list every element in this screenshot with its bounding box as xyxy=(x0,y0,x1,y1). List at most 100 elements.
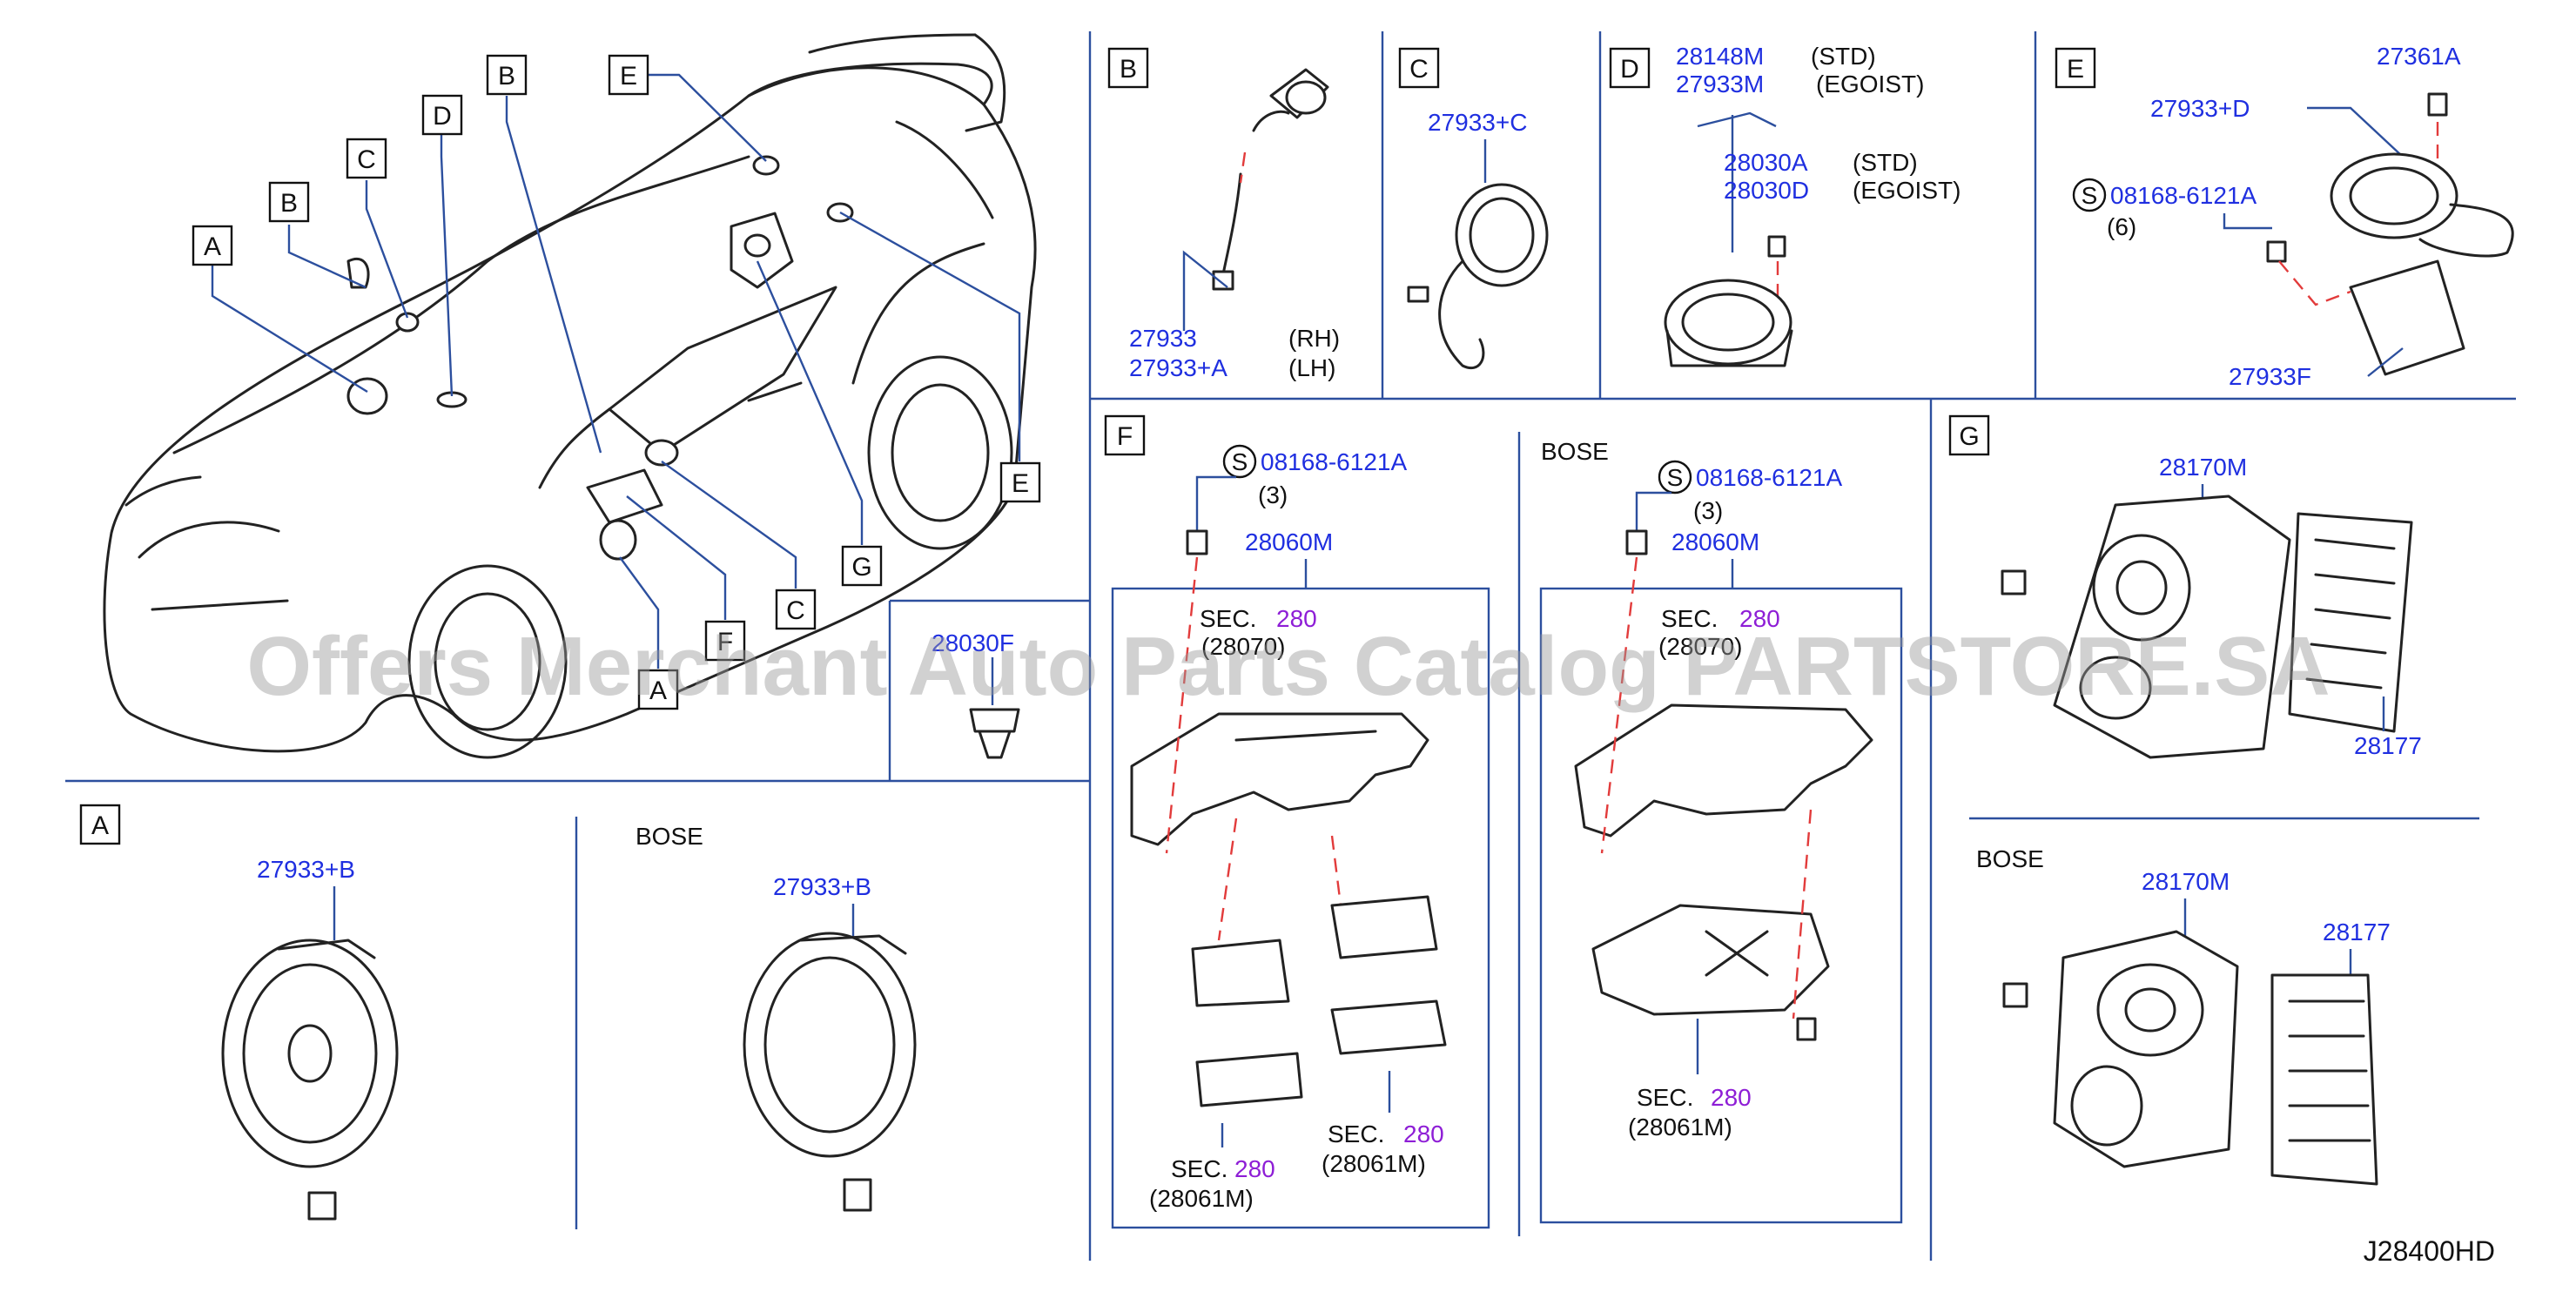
svg-text:(3): (3) xyxy=(1258,481,1288,508)
panel-c: C 27933+C xyxy=(1398,47,1549,370)
svg-text:08168-6121A: 08168-6121A xyxy=(1696,464,1842,491)
overview-leader-lines xyxy=(211,73,1021,669)
diagram-code: J28400HD xyxy=(2364,1235,2495,1267)
svg-text:27933+B: 27933+B xyxy=(257,856,355,883)
svg-text:G: G xyxy=(1959,422,1979,451)
svg-text:28030F: 28030F xyxy=(932,629,1014,656)
svg-text:28060M: 28060M xyxy=(1671,528,1759,555)
svg-text:28148M: 28148M xyxy=(1676,43,1764,70)
svg-text:D: D xyxy=(1620,55,1639,84)
svg-text:28030A: 28030A xyxy=(1724,149,1808,176)
svg-text:27361A: 27361A xyxy=(2377,43,2461,70)
svg-text:SEC.: SEC. xyxy=(1661,605,1718,632)
svg-text:(STD): (STD) xyxy=(1811,43,1876,70)
svg-text:28060M: 28060M xyxy=(1245,528,1333,555)
svg-text:E: E xyxy=(620,62,637,91)
panel-b: B 27933 27933+A (RH) (LH) xyxy=(1107,47,1340,381)
s-mark-e: S xyxy=(2072,178,2107,212)
svg-text:(28061M): (28061M) xyxy=(1322,1150,1426,1177)
overview-callout-a-left: A xyxy=(192,225,233,266)
callout-b: B xyxy=(1107,47,1149,89)
s-mark-f-bose: S xyxy=(1658,460,1692,495)
svg-text:S: S xyxy=(1667,464,1684,491)
svg-text:280: 280 xyxy=(1739,605,1780,632)
svg-text:28170M: 28170M xyxy=(2142,868,2230,895)
panel-g: G 28170M 28177 BOSE 28170M 28177 xyxy=(1948,414,2422,1186)
svg-text:28030D: 28030D xyxy=(1724,177,1809,204)
overview-callout-c-right: C xyxy=(775,589,817,630)
panel-28030f: 28030F xyxy=(932,629,1020,759)
svg-text:27933+D: 27933+D xyxy=(2150,95,2250,122)
svg-text:B: B xyxy=(498,62,515,91)
svg-text:E: E xyxy=(2067,55,2084,84)
svg-text:S: S xyxy=(1232,448,1248,475)
svg-text:SEC.: SEC. xyxy=(1637,1084,1693,1111)
overview-callout-a-bottom: A xyxy=(637,669,679,710)
svg-text:27933F: 27933F xyxy=(2229,363,2311,390)
callout-d: D xyxy=(1609,47,1651,89)
callout-c: C xyxy=(1398,47,1440,89)
svg-text:BOSE: BOSE xyxy=(636,823,703,850)
overview-callout-d: D xyxy=(421,94,463,136)
svg-text:(EGOIST): (EGOIST) xyxy=(1853,177,1961,204)
svg-text:SEC.: SEC. xyxy=(1171,1155,1227,1182)
svg-text:280: 280 xyxy=(1234,1155,1275,1182)
overview-callout-e-right: E xyxy=(999,461,1041,503)
svg-text:08168-6121A: 08168-6121A xyxy=(1261,448,1407,475)
svg-text:(28070): (28070) xyxy=(1201,633,1286,660)
svg-text:A: A xyxy=(91,811,109,840)
overview-callout-b-left: B xyxy=(268,181,310,223)
panel-a: A 27933+B BOSE 27933+B xyxy=(79,804,917,1221)
panel-f: F S 08168-6121A (3) 28060M SEC. 280 (280… xyxy=(1104,414,1903,1229)
svg-text:BOSE: BOSE xyxy=(1541,438,1609,465)
svg-text:F: F xyxy=(717,628,733,656)
overview-callout-f: F xyxy=(704,620,746,662)
svg-text:(RH): (RH) xyxy=(1288,325,1340,352)
svg-text:C: C xyxy=(357,145,376,174)
watermark: Offers Merchant Auto Parts Catalog PARTS… xyxy=(246,620,2330,713)
svg-text:F: F xyxy=(1117,422,1133,451)
callout-f: F xyxy=(1104,414,1146,456)
svg-text:280: 280 xyxy=(1403,1120,1444,1147)
svg-text:A: A xyxy=(204,232,221,261)
overview-callout-b-top: B xyxy=(486,54,528,96)
svg-text:27933+A: 27933+A xyxy=(1129,354,1227,381)
svg-text:D: D xyxy=(433,102,452,131)
svg-text:(EGOIST): (EGOIST) xyxy=(1816,71,1924,98)
svg-text:280: 280 xyxy=(1711,1084,1752,1111)
overview-callout-e-top: E xyxy=(608,54,649,96)
svg-text:(28070): (28070) xyxy=(1658,633,1743,660)
svg-text:27933M: 27933M xyxy=(1676,71,1764,98)
svg-text:S: S xyxy=(2082,182,2098,209)
overview-callout-g: G xyxy=(841,545,883,587)
car-overview-illustration xyxy=(103,33,1037,759)
svg-text:27933+B: 27933+B xyxy=(773,873,871,900)
svg-text:(28061M): (28061M) xyxy=(1149,1185,1254,1212)
svg-text:(3): (3) xyxy=(1693,497,1723,524)
overview-callout-c-left: C xyxy=(346,138,387,179)
svg-text:SEC.: SEC. xyxy=(1328,1120,1384,1147)
svg-text:(STD): (STD) xyxy=(1853,149,1918,176)
svg-text:280: 280 xyxy=(1276,605,1317,632)
svg-text:28177: 28177 xyxy=(2354,732,2422,759)
overview-callouts: B E D C B A E G C F A xyxy=(192,54,1041,710)
svg-text:E: E xyxy=(1012,469,1029,498)
svg-text:A: A xyxy=(649,676,667,705)
callout-g: G xyxy=(1948,414,1990,456)
svg-text:(6): (6) xyxy=(2107,213,2136,240)
s-mark-f: S xyxy=(1222,444,1257,479)
panel-e: E 27361A 27933+D S 08168-6121A (6) 27933… xyxy=(2055,43,2514,390)
panel-dividers xyxy=(65,31,2516,1261)
svg-text:C: C xyxy=(786,596,805,625)
svg-text:28177: 28177 xyxy=(2323,919,2391,945)
callout-e: E xyxy=(2055,47,2096,89)
svg-text:SEC.: SEC. xyxy=(1200,605,1256,632)
panel-d: D 28148M 27933M (STD) (EGOIST) 28030A 28… xyxy=(1609,43,1961,367)
svg-text:C: C xyxy=(1409,55,1429,84)
svg-text:27933+C: 27933+C xyxy=(1428,109,1527,136)
svg-text:BOSE: BOSE xyxy=(1976,845,2044,872)
svg-text:B: B xyxy=(280,189,298,218)
svg-text:(LH): (LH) xyxy=(1288,354,1335,381)
svg-text:(28061M): (28061M) xyxy=(1628,1114,1732,1141)
